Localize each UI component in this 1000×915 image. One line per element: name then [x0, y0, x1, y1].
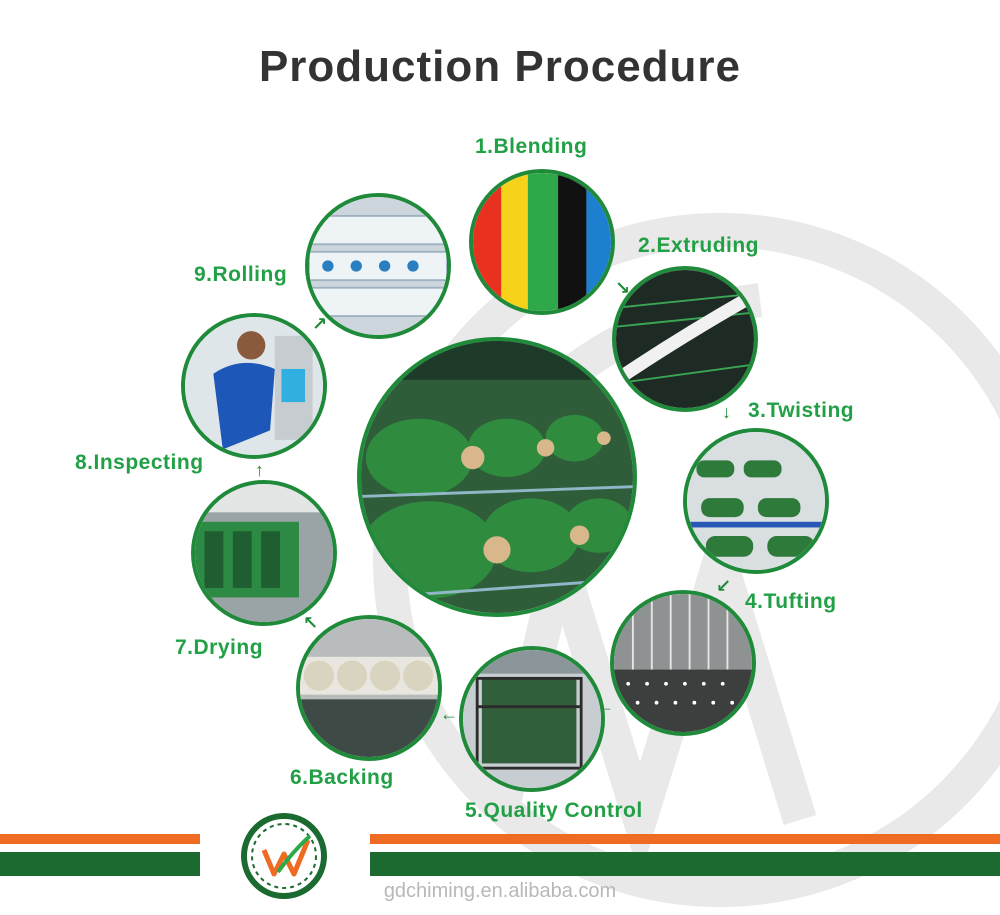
- arrow-icon: ↑: [255, 460, 264, 480]
- center-yarn-bobbins-image: [357, 337, 637, 617]
- footer-orange-stripe-right: [370, 834, 1000, 844]
- step-label-tufting: 4.Tufting: [745, 590, 837, 613]
- step-label-extruding: 2.Extruding: [638, 234, 760, 257]
- footer-url: gdchiming.en.alibaba.com: [383, 880, 617, 902]
- page-title: Production Procedure: [258, 42, 742, 91]
- footer-green-stripe-left: [0, 852, 200, 876]
- arrow-icon: ↖: [303, 613, 319, 633]
- step-label-quality-control: 5.Quality Control: [465, 799, 643, 822]
- step-label-twisting: 3.Twisting: [748, 399, 855, 422]
- footer-green-stripe-right: [370, 852, 1000, 876]
- twisting-spools-image: [683, 428, 829, 574]
- blending-granules-image: [469, 169, 615, 315]
- arrow-icon: ↓: [722, 402, 731, 422]
- quality-control-image: [459, 646, 605, 792]
- arrow-icon: ←: [440, 704, 458, 724]
- backing-line-image: [296, 615, 442, 761]
- tufting-needles-image: [610, 590, 756, 736]
- step-label-inspecting: 8.Inspecting: [75, 451, 204, 474]
- step-label-rolling: 9.Rolling: [194, 263, 288, 286]
- rolling-stack-image: [305, 193, 451, 339]
- inspecting-worker-image: [181, 313, 327, 459]
- drying-oven-image: [191, 480, 337, 626]
- step-label-backing: 6.Backing: [290, 766, 394, 789]
- step-label-blending: 1.Blending: [475, 135, 588, 158]
- step-label-drying: 7.Drying: [175, 636, 264, 659]
- footer-orange-stripe-left: [0, 834, 200, 844]
- arrow-icon: ↙: [716, 576, 732, 596]
- arrow-icon: ↘: [615, 278, 631, 298]
- arrow-icon: ↗: [312, 314, 328, 334]
- chiming-logo-icon: [241, 813, 327, 899]
- extruding-machine-image: [612, 266, 758, 412]
